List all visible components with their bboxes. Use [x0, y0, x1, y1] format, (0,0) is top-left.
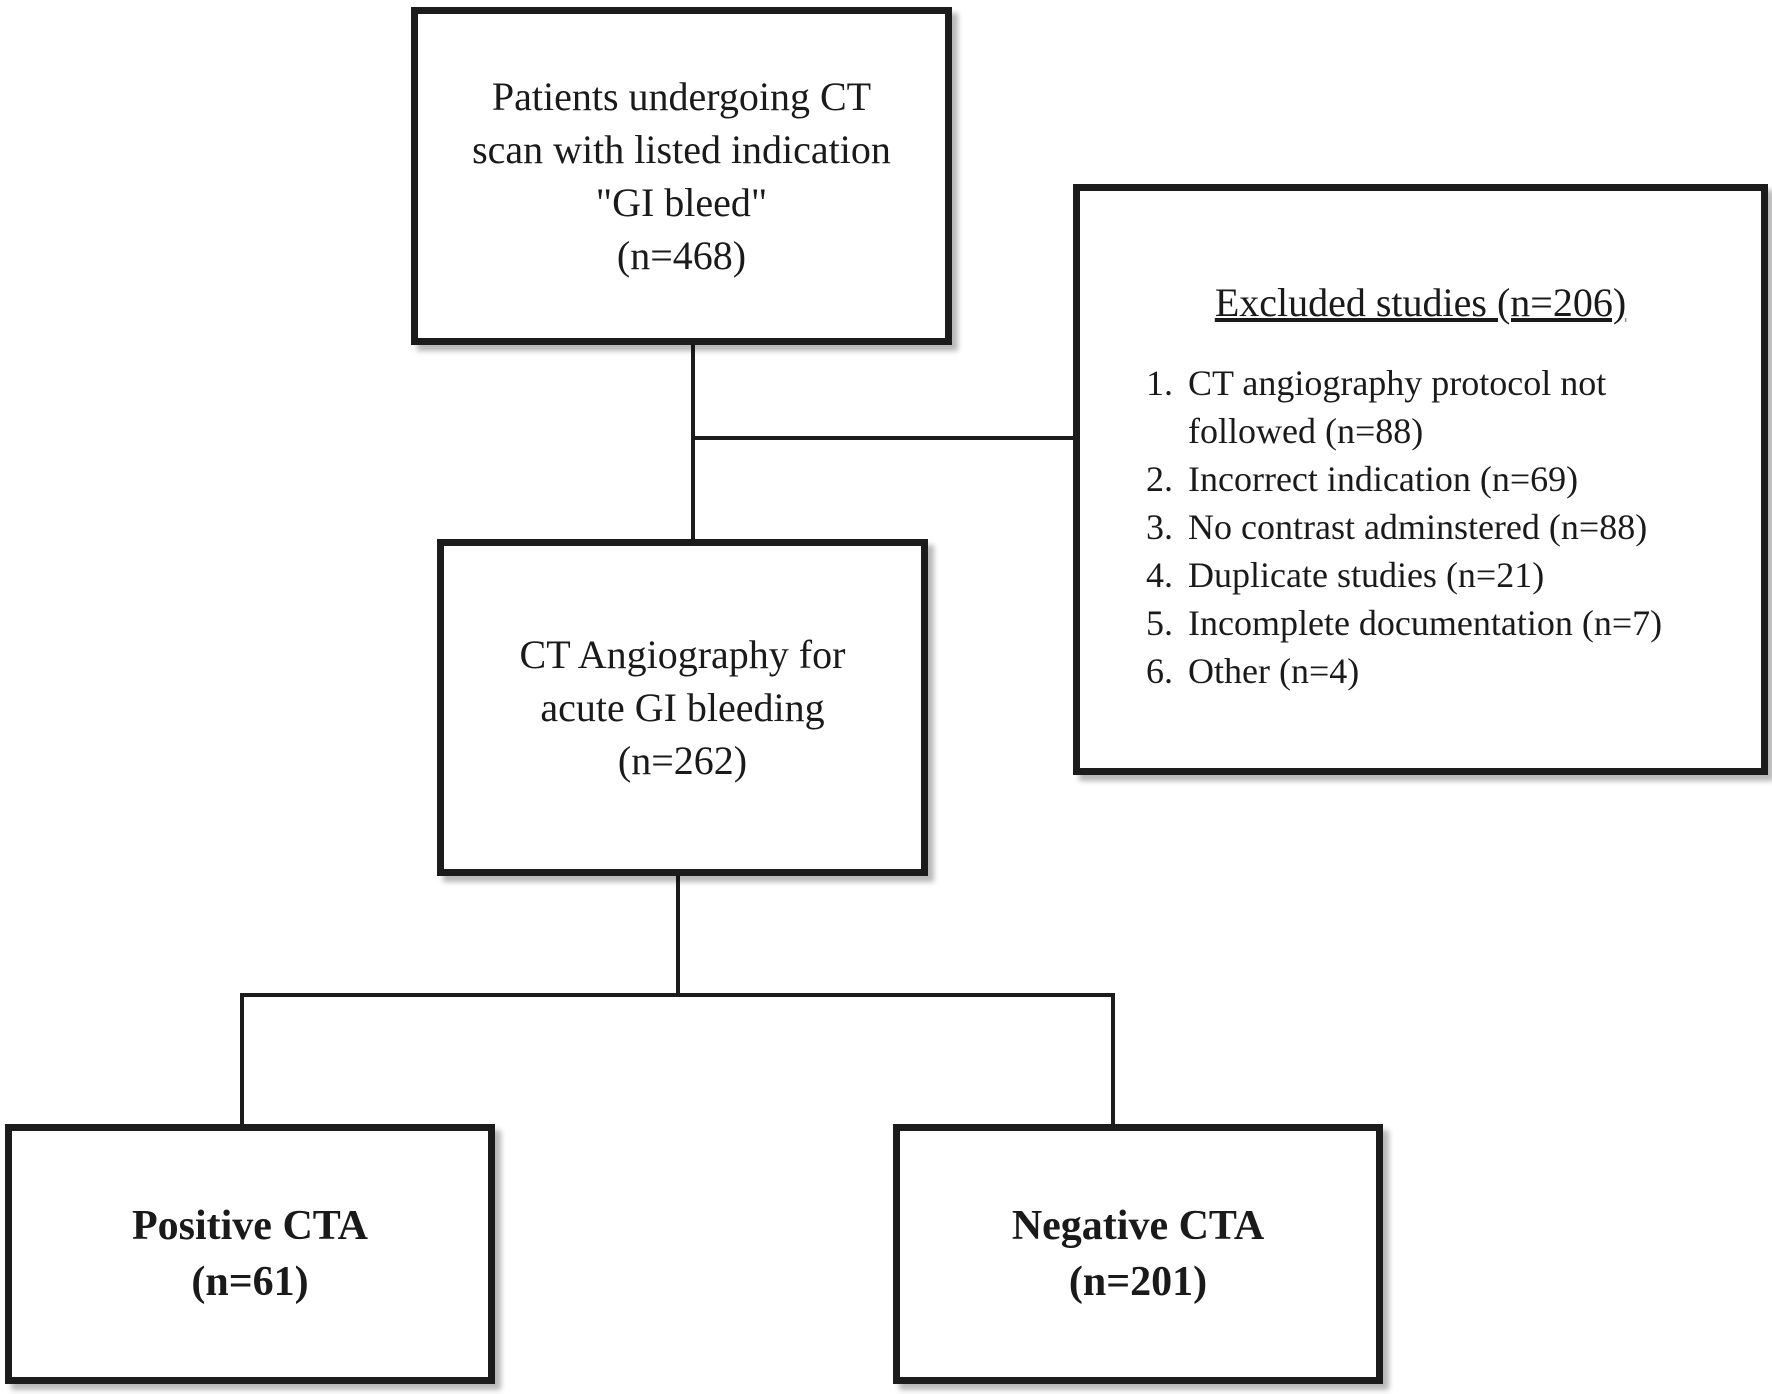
- excluded-item-text: Other (n=4): [1188, 651, 1360, 691]
- excluded-title: Excluded studies (n=206): [1214, 280, 1627, 325]
- start-box-count: (n=468): [616, 233, 747, 278]
- excluded-item-text: Duplicate studies (n=21): [1188, 555, 1545, 595]
- excluded-item: 6. Other (n=4): [1146, 647, 1678, 695]
- cta-box: CT Angiography for acute GI bleeding (n=…: [437, 539, 928, 876]
- start-box: Patients undergoing CT scan with listed …: [411, 7, 952, 345]
- connector-start-to-cta: [691, 345, 695, 539]
- connector-split-horizontal: [240, 993, 1115, 997]
- cta-box-line: CT Angiography for: [519, 632, 846, 677]
- excluded-item-text: CT angiography protocol not followed (n=…: [1188, 363, 1607, 451]
- excluded-item-text: No contrast adminstered (n=88): [1188, 507, 1648, 547]
- excluded-item: 1. CT angiography protocol not followed …: [1146, 359, 1678, 455]
- excluded-item: 2. Incorrect indication (n=69): [1146, 455, 1678, 503]
- excluded-item: 4. Duplicate studies (n=21): [1146, 551, 1678, 599]
- start-box-line: Patients undergoing CT: [491, 74, 872, 119]
- negative-cta-box: Negative CTA (n=201): [893, 1124, 1383, 1384]
- connector-to-negative: [1111, 993, 1115, 1124]
- excluded-box: Excluded studies (n=206) 1. CT angiograp…: [1073, 184, 1768, 775]
- positive-cta-box: Positive CTA (n=61): [5, 1124, 495, 1384]
- connector-cta-down: [676, 876, 680, 994]
- excluded-item-number: 3.: [1146, 507, 1173, 547]
- cta-box-line: acute GI bleeding: [540, 685, 825, 730]
- excluded-item-number: 1.: [1146, 363, 1173, 403]
- cta-box-count: (n=262): [617, 738, 748, 783]
- excluded-item-text: Incorrect indication (n=69): [1188, 459, 1579, 499]
- negative-cta-count: (n=201): [1068, 1259, 1208, 1305]
- negative-cta-label: Negative CTA: [1011, 1203, 1265, 1249]
- connector-to-excluded: [693, 436, 1073, 440]
- connector-to-positive: [240, 993, 244, 1124]
- excluded-item-number: 6.: [1146, 651, 1173, 691]
- excluded-item: 3. No contrast adminstered (n=88): [1146, 503, 1678, 551]
- start-box-line: "GI bleed": [595, 180, 768, 225]
- positive-cta-label: Positive CTA: [131, 1203, 369, 1249]
- excluded-item-number: 4.: [1146, 555, 1173, 595]
- excluded-item-text: Incomplete documentation (n=7): [1188, 603, 1663, 643]
- excluded-item-number: 5.: [1146, 603, 1173, 643]
- start-box-line: scan with listed indication: [472, 127, 891, 172]
- positive-cta-count: (n=61): [191, 1259, 309, 1305]
- excluded-item-number: 2.: [1146, 459, 1173, 499]
- excluded-list: 1. CT angiography protocol not followed …: [1146, 359, 1678, 695]
- excluded-item: 5. Incomplete documentation (n=7): [1146, 599, 1678, 647]
